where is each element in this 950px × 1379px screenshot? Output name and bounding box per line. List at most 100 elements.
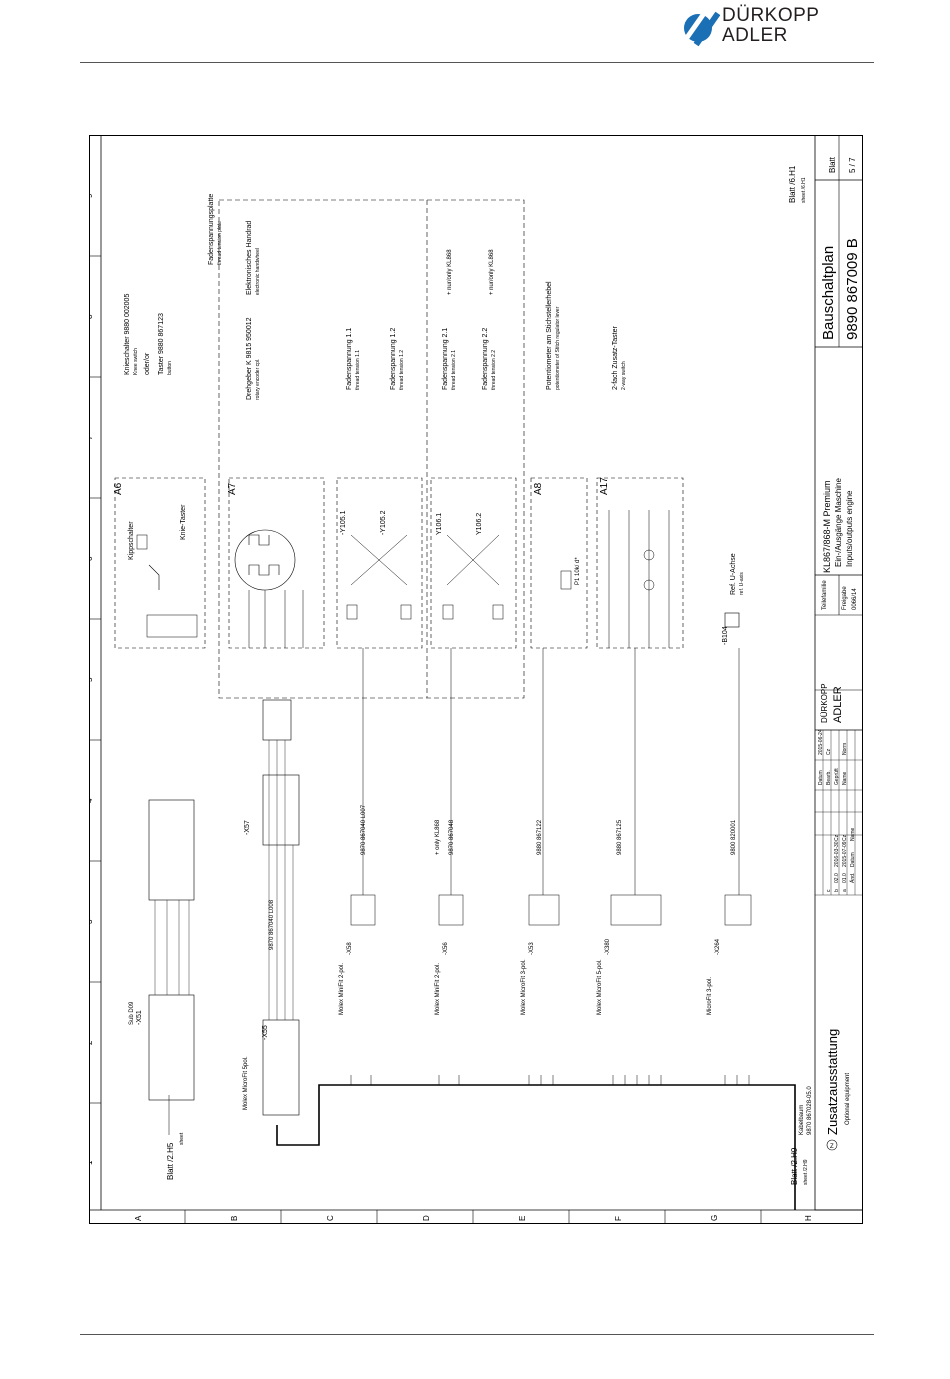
tb-date: 2015-06-24 (818, 729, 824, 755)
poti-en: potentiometer of Stitch regulator lever (555, 306, 561, 390)
row-letter: B (230, 1216, 239, 1221)
subtitle-de: Ein-/Ausgänge Maschine (834, 478, 843, 567)
component-a17: A17 2-fach Zusatz-Taster 2-way switch (596, 326, 684, 649)
tb-gepr: Geprüft (834, 768, 840, 785)
knieschalter: Knieschalter 9880 002005 (124, 294, 131, 375)
zusatztaster: 2-fach Zusatz-Taster (612, 326, 619, 390)
tension22: thread tension 2.2 (491, 350, 497, 390)
only868: + only KL868 (435, 819, 441, 855)
doc-number: 9890 867009 B (844, 238, 861, 340)
component-y105: -Y105.1 -Y105.2 Fadenspannung 1.1 thread… (336, 328, 423, 649)
x55-label: -X55 (262, 1025, 269, 1040)
cable3: 9870 867048 (449, 819, 455, 855)
tension11: thread tension 1.1 (355, 350, 361, 390)
cable1: 9870 867040 L008 (269, 899, 275, 950)
col-num: 9 (89, 193, 94, 198)
y1062: Y106.2 (476, 513, 483, 535)
brand-small-1: DÜRKOPP (820, 683, 829, 723)
tension12: thread tension 1.2 (399, 350, 405, 390)
tb-rev-a-date: 2015-07-09 (842, 841, 848, 867)
refuaxis: ref. U-axis (739, 572, 745, 595)
tb-rev-b-ver: 02.0 (834, 873, 840, 883)
refuachse: Ref. U-Achse (730, 553, 737, 595)
blatt-value: 5 / 7 (848, 157, 857, 173)
connector-x55: Molex MicroFit 5pol. -X55 -X57 9870 8670… (243, 699, 300, 1116)
tb-bearb: Bearb. (826, 770, 832, 785)
cable5: 9880 867125 (617, 819, 623, 855)
sheet-left-top: sheet /2.H9 (803, 1159, 809, 1185)
cable2: 9870 867040 L007 (361, 804, 367, 855)
twoway: 2-way switch (621, 361, 627, 390)
tb-norm: Norm (842, 743, 848, 755)
subtitle-en: Inputs/outputs engine (845, 490, 854, 567)
x56-type: Molex MiniFit 2-pol. (435, 963, 441, 1015)
col-num: 6 (89, 556, 94, 561)
sheet-left-mid: sheet (179, 1132, 185, 1145)
x53: -X53 (529, 942, 535, 955)
b104: -B104 (722, 626, 729, 645)
sheet-right: sheet /6.H1 (801, 177, 807, 203)
x57-label: -X57 (244, 820, 251, 835)
brand-small-2: ADLER (832, 686, 844, 723)
taster: Taster 9880 867123 (158, 313, 165, 375)
x56: -X56 (443, 942, 449, 955)
knie: Knie-Taster (180, 504, 187, 540)
column-ticks (89, 255, 762, 1224)
col-num: 3 (89, 919, 94, 924)
row-letter: E (518, 1216, 527, 1221)
a17-label: A17 (599, 477, 610, 495)
blatt-label: Blatt (828, 156, 837, 173)
cable6: 9800 820001 (731, 819, 737, 855)
faden12: Fadenspannung 1.2 (390, 328, 397, 390)
component-b104: -B104 Ref. U-Achse ref. U-axis (722, 553, 745, 645)
y1051: -Y105.1 (340, 510, 347, 535)
doc-title: Bauschaltplan (820, 246, 837, 340)
col-num: 4 (89, 798, 94, 803)
y1052: -Y105.2 (380, 510, 387, 535)
tb-name: Name (842, 771, 848, 785)
tb-rev-b: b (834, 889, 840, 892)
tension-plate-box (218, 199, 525, 699)
a7-label: A7 (227, 482, 238, 495)
model-title: KL867/868-M Premium (822, 480, 832, 573)
faden11: Fadenspannung 1.1 (346, 328, 353, 390)
row-letter: G (710, 1215, 719, 1221)
row-letter: F (614, 1216, 623, 1221)
tension21: thread tension 2.1 (451, 350, 457, 390)
harness-branches (168, 1075, 750, 1135)
schematic-sheet: 1 2 3 4 5 6 7 8 9 A B C D E F G H (89, 135, 863, 1224)
nur868-b: + nur/only KL868 (489, 249, 495, 295)
zusatz-en: Optional equipment (845, 1073, 851, 1125)
freigabe-value: 0066/14 (852, 588, 858, 610)
col-num: 1 (89, 1160, 94, 1165)
zusatz-de: Zusatzausstattung (825, 1029, 840, 1135)
col-num: 5 (89, 677, 94, 682)
row-letter: H (804, 1215, 813, 1221)
handwheel: electronic handwheel (255, 248, 261, 295)
button-en: button (167, 361, 173, 375)
drehgeber: Drehgeber K 9815 950012 (246, 317, 253, 400)
kabelbaum-number: 9870 867028-05.0 (807, 1086, 813, 1135)
tb-bearb-name: Cz (826, 748, 832, 755)
tension-plate-en: thread tension plate (217, 221, 223, 265)
component-a7: A7 Drehgeber K 9815 950012 rotary encode… (227, 221, 325, 649)
brand-logo: DÜRKOPP ADLER (684, 6, 874, 52)
harness-bus (276, 1084, 796, 1210)
tb-name2: Name (850, 827, 856, 841)
tension-plate: Fadenspannungsplatte (208, 194, 215, 265)
x58-type: Molex MiniFit 2-pol. (339, 963, 345, 1015)
component-a8: A8 P1 10k/ d* Potentiometer am Stichstel… (530, 281, 588, 649)
connector-labels: Molex MiniFit 2-pol. -X58 Molex MiniFit … (339, 804, 737, 1015)
brand-line2: ADLER (722, 25, 788, 46)
connector-blocks (350, 648, 752, 926)
zusatz-marker: Z (830, 1144, 834, 1150)
blatt-right: Blatt /6.H1 (788, 165, 797, 203)
component-y106: Y106.1 Y106.2 Fadenspannung 2.1 thread t… (430, 249, 517, 649)
freigabe-label: Freigabe (842, 586, 848, 610)
col-num: 7 (89, 435, 94, 440)
brand-line1: DÜRKOPP (722, 5, 820, 26)
a6-label: A6 (113, 482, 124, 495)
x58: -X58 (347, 942, 353, 955)
blatt-left-mid: Blatt /2.H5 (166, 1142, 175, 1180)
header-rule (80, 62, 874, 63)
